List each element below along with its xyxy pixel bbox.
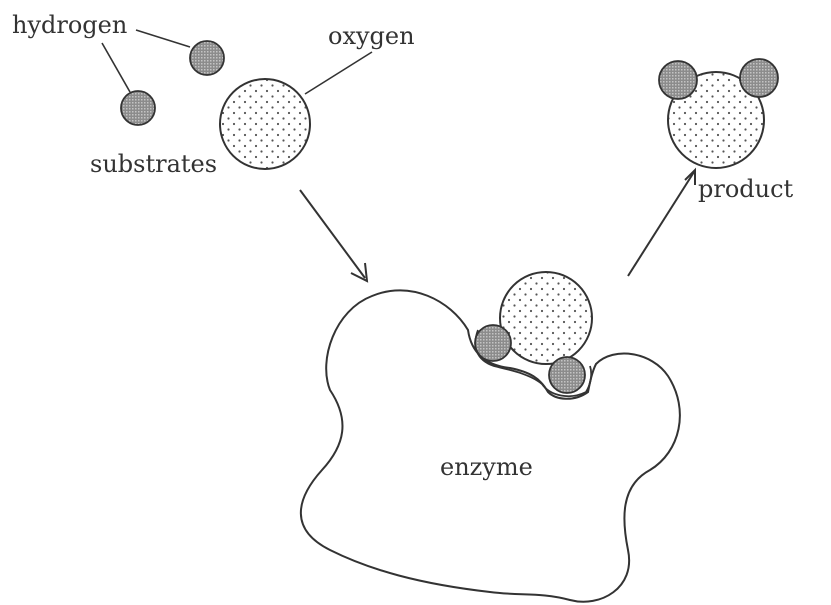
oxygen-atom: [220, 79, 310, 169]
bound-hydrogen-atom-left: [475, 325, 511, 361]
product-molecule: product: [659, 59, 794, 203]
bound-oxygen-atom: [500, 272, 592, 364]
bound-hydrogen-atom-right: [549, 357, 585, 393]
substrates-label: substrates: [90, 150, 217, 178]
hydrogen-leader-line-2: [102, 43, 130, 92]
enzyme-label: enzyme: [440, 453, 533, 481]
hydrogen-leader-line-1: [136, 30, 190, 47]
product-label: product: [698, 175, 794, 203]
hydrogen-atom-lower: [121, 91, 155, 125]
hydrogen-atom-upper: [190, 41, 224, 75]
substrates-group: hydrogen oxygen substrates: [12, 11, 415, 178]
arrow-to-product: [628, 170, 695, 276]
arrow-to-enzyme: [300, 190, 367, 281]
hydrogen-label: hydrogen: [12, 11, 127, 39]
product-hydrogen-atom-right: [740, 59, 778, 97]
oxygen-label: oxygen: [328, 22, 415, 50]
oxygen-leader-line: [305, 52, 372, 94]
product-hydrogen-atom-left: [659, 61, 697, 99]
